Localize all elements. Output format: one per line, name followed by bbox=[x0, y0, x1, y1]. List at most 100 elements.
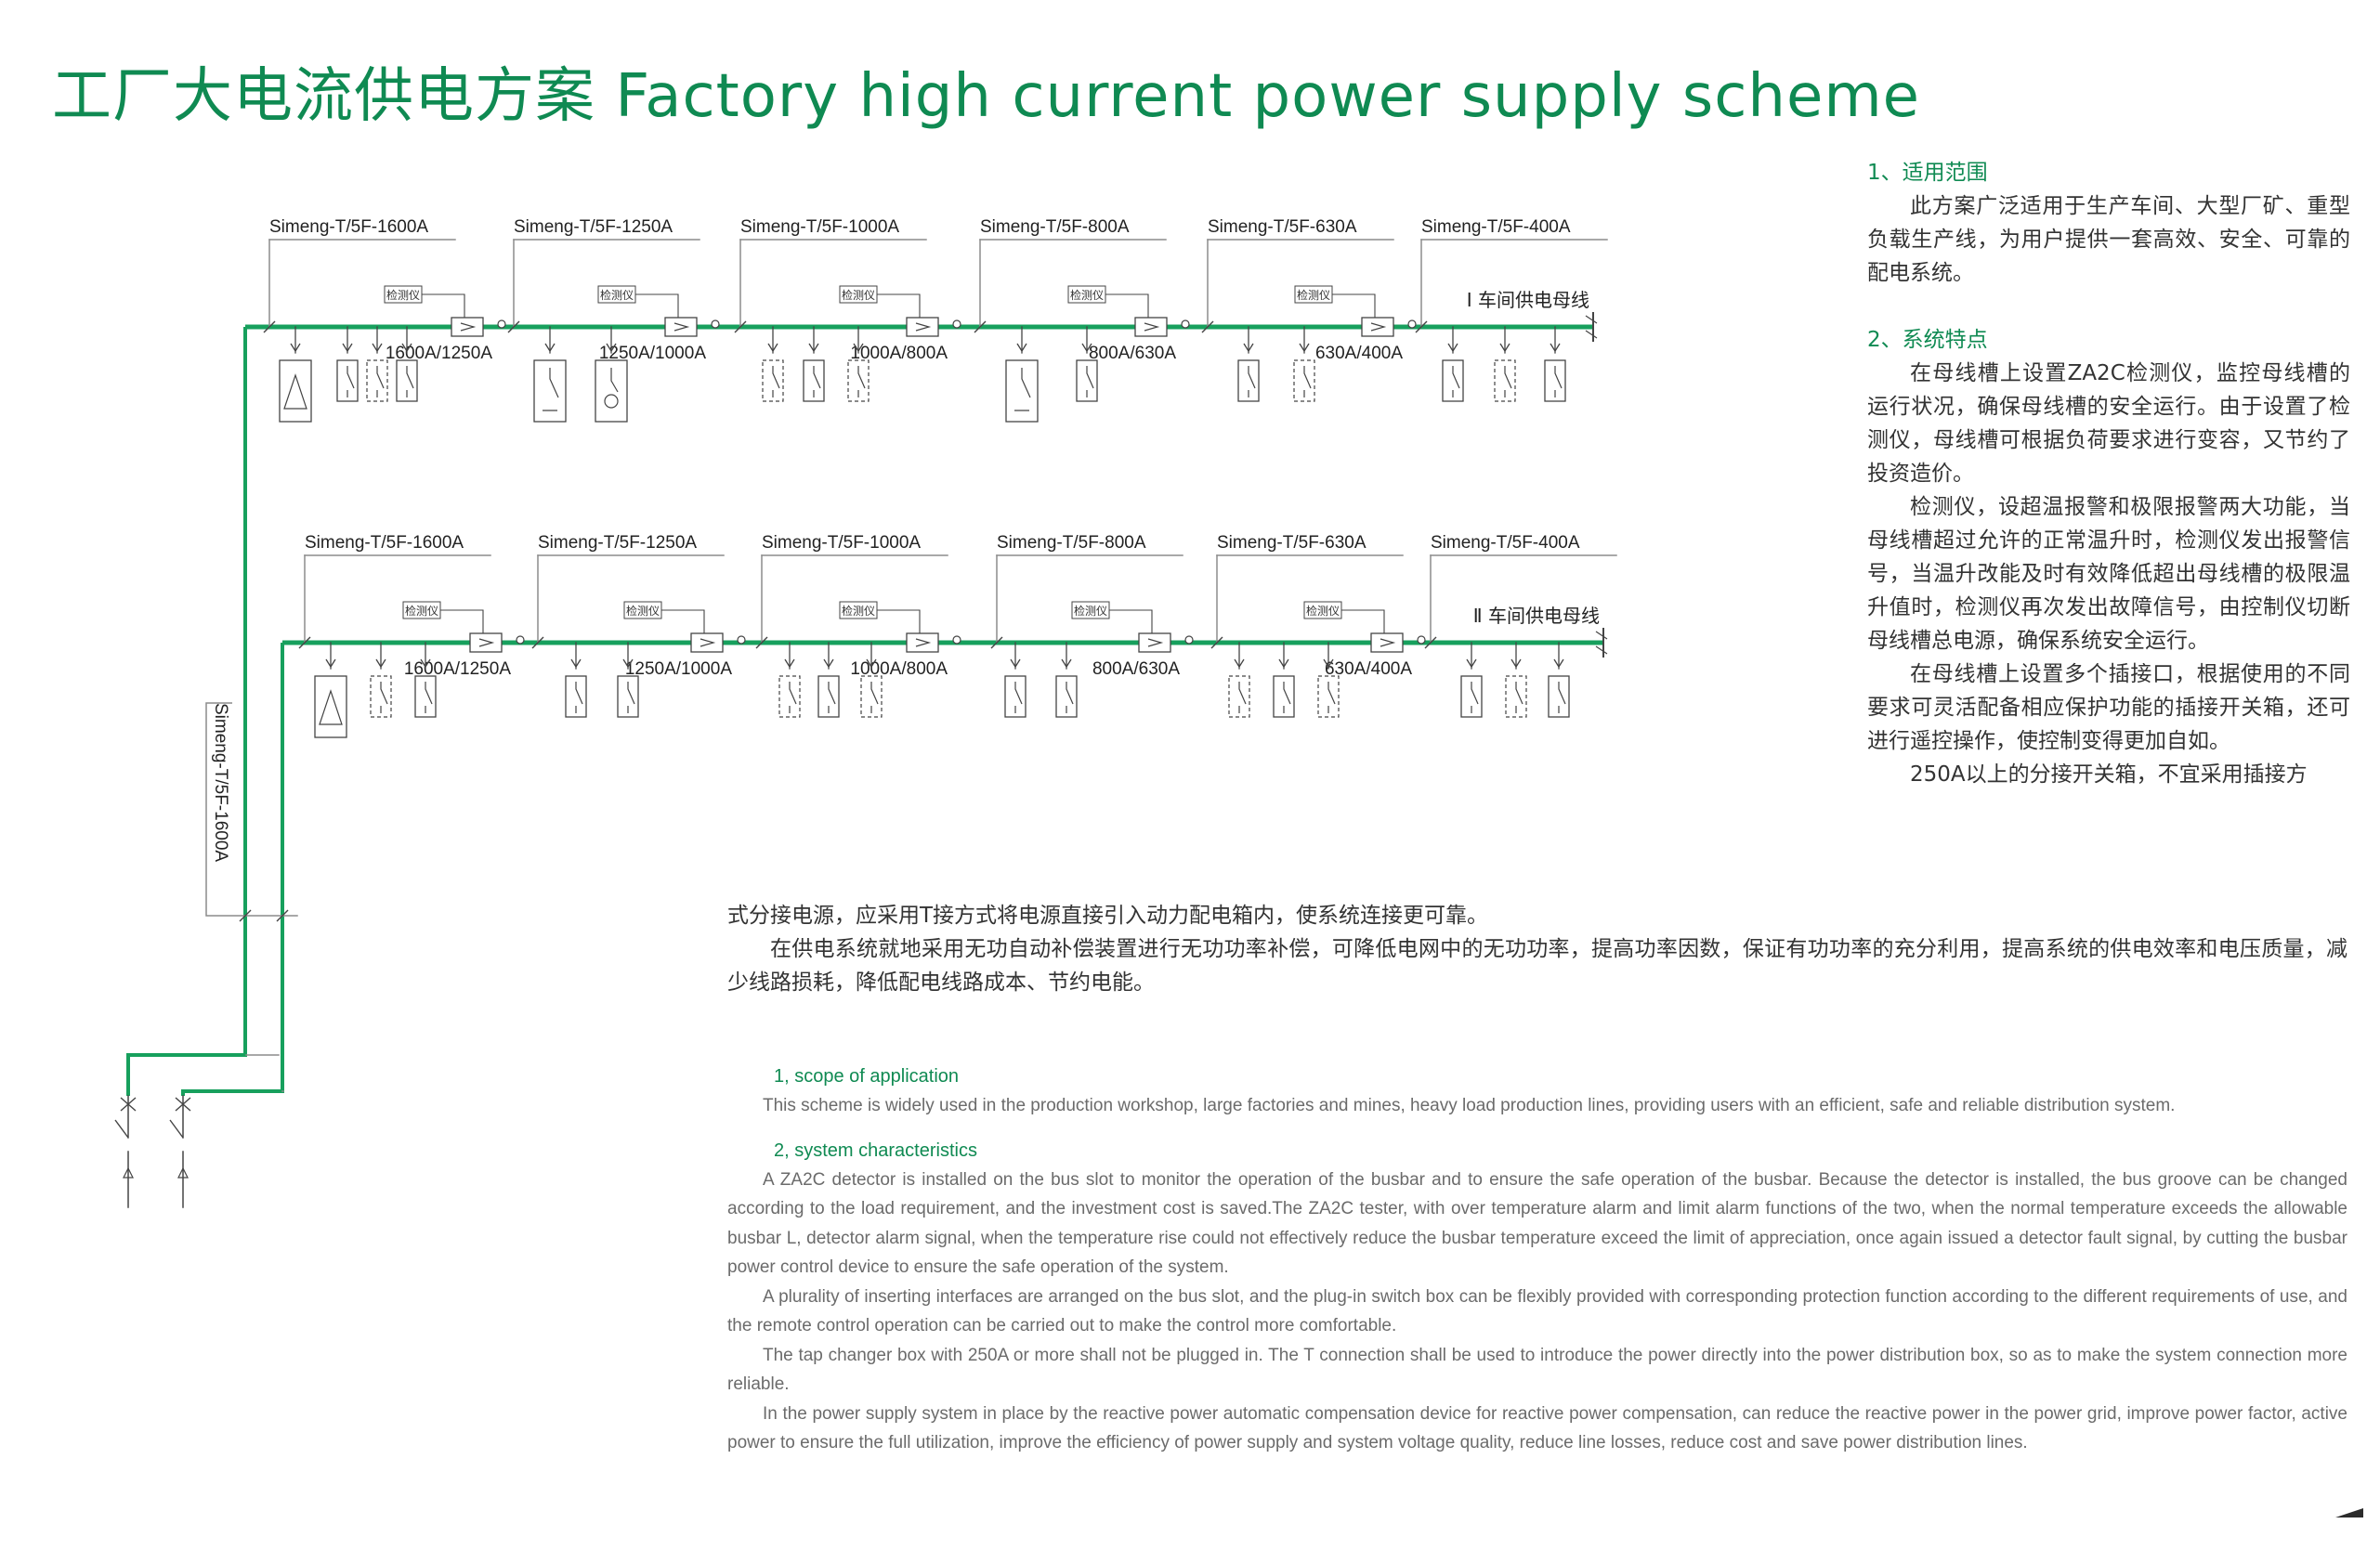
arrow-mark bbox=[606, 343, 617, 353]
feeder-label: Simeng-T/5F-1000A bbox=[740, 217, 899, 237]
detector-sensor bbox=[1361, 317, 1394, 337]
detector-unit: 检测仪 bbox=[623, 601, 746, 653]
arrow-mark bbox=[808, 343, 819, 353]
detector-sensor bbox=[906, 317, 939, 337]
feeder-label: Simeng-T/5F-800A bbox=[997, 533, 1146, 553]
feeder-label: Simeng-T/5F-1000A bbox=[762, 533, 921, 553]
detector-label: 检测仪 bbox=[1074, 604, 1107, 618]
zh-section-2-para-5: 在供电系统就地采用无功自动补偿装置进行无功功率补偿，可降低电网中的无功功率，提高… bbox=[727, 937, 2347, 995]
section-rating: 630A/400A bbox=[1325, 659, 1412, 679]
detector-unit: 检测仪 bbox=[402, 601, 525, 653]
section-rating: 1000A/800A bbox=[850, 659, 948, 679]
arrow-mark bbox=[1323, 658, 1334, 669]
switch-contact bbox=[857, 366, 866, 397]
detector-sensor bbox=[1138, 632, 1171, 653]
joint-mark bbox=[974, 320, 987, 333]
breaker-box bbox=[414, 675, 437, 718]
arrow-mark bbox=[767, 343, 778, 353]
cabinet-box bbox=[1005, 359, 1039, 423]
arrow-mark bbox=[401, 343, 412, 353]
detector-sensor-mark bbox=[673, 322, 690, 332]
switch-contact bbox=[1014, 682, 1023, 713]
detector-sensor bbox=[690, 632, 724, 653]
switch-contact bbox=[543, 368, 559, 411]
breaker-box bbox=[1273, 675, 1295, 718]
breaker-cross bbox=[120, 1097, 137, 1112]
section-rating: 800A/630A bbox=[1089, 344, 1176, 363]
detector-sensor-mark bbox=[1370, 322, 1387, 332]
dashed-breaker-box bbox=[1505, 675, 1527, 718]
dashed-breaker-box bbox=[370, 675, 392, 718]
feeder-label: Simeng-T/5F-1250A bbox=[514, 217, 673, 237]
dashed-breaker-box bbox=[847, 359, 870, 402]
switch-contact bbox=[1238, 682, 1247, 713]
detector-sensor bbox=[664, 317, 698, 337]
feeder-label: Simeng-T/5F-400A bbox=[1421, 217, 1571, 237]
joint-mark bbox=[531, 636, 544, 649]
detector-contact bbox=[1181, 319, 1190, 329]
switch-contact bbox=[1283, 682, 1291, 713]
arrow-mark bbox=[1061, 658, 1072, 669]
joint-mark bbox=[507, 320, 520, 333]
busbar-end-mark bbox=[1595, 631, 1608, 655]
detector-sensor-mark bbox=[915, 322, 932, 332]
breaker-box bbox=[1544, 359, 1566, 402]
switch-contact bbox=[376, 366, 385, 397]
detector-contact bbox=[1417, 635, 1426, 645]
detector-leader bbox=[440, 609, 484, 633]
breaker-box bbox=[1055, 675, 1078, 718]
arrow-mark bbox=[342, 343, 353, 353]
arrow-mark bbox=[784, 658, 795, 669]
incoming-breaker-2 bbox=[169, 1095, 191, 1208]
detector-leader bbox=[877, 609, 921, 633]
dashed-breaker-box bbox=[1494, 359, 1516, 402]
detector-leader bbox=[877, 293, 921, 318]
switch-contact bbox=[813, 366, 821, 397]
dashed-breaker-box bbox=[1293, 359, 1315, 402]
joint-mark bbox=[276, 909, 289, 922]
en-section-2-para-2: A plurality of inserting interfaces are … bbox=[727, 1286, 2347, 1336]
detector-label: 检测仪 bbox=[626, 604, 660, 618]
en-section-2-para-4: In the power supply system in place by t… bbox=[727, 1403, 2347, 1453]
dashed-breaker-box bbox=[860, 675, 883, 718]
feeder-label: Simeng-T/5F-1600A bbox=[305, 533, 464, 553]
breaker-cross bbox=[175, 1097, 191, 1112]
busbar-label: Ⅱ 车间供电母线 bbox=[1473, 605, 1600, 627]
arrow-mark bbox=[1278, 658, 1289, 669]
detector-unit: 检测仪 bbox=[839, 601, 961, 653]
arrow-mark bbox=[372, 343, 383, 353]
section-rating: 1600A/1250A bbox=[404, 659, 511, 679]
switch-contact bbox=[425, 682, 433, 713]
feeder-label: Simeng-T/5F-630A bbox=[1217, 533, 1367, 553]
section-rating: 800A/630A bbox=[1092, 659, 1180, 679]
switch-contact bbox=[610, 368, 619, 393]
joint-mark bbox=[1424, 636, 1437, 649]
switch-contact bbox=[380, 682, 388, 713]
joint-mark bbox=[263, 320, 276, 333]
detector-leader bbox=[1105, 293, 1149, 318]
breaker-box bbox=[565, 675, 587, 718]
detector-label: 检测仪 bbox=[1070, 288, 1104, 302]
switch-contact bbox=[1504, 366, 1512, 397]
switch-contact bbox=[627, 682, 635, 713]
arrow-mark bbox=[1234, 658, 1245, 669]
detector-contact bbox=[737, 635, 746, 645]
detector-unit: 检测仪 bbox=[1303, 601, 1426, 653]
incoming-breaker-1 bbox=[114, 1095, 137, 1208]
arrow-mark bbox=[1550, 343, 1561, 353]
section-rating: 1250A/1000A bbox=[625, 659, 732, 679]
switch-contact bbox=[870, 682, 879, 713]
joint-mark bbox=[1201, 320, 1214, 333]
zh-section-2-para-2: 检测仪，设超温报警和极限报警两大功能，当母线槽超过允许的正常温升时，检测仪发出报… bbox=[1867, 495, 2350, 653]
section-rating: 630A/400A bbox=[1315, 344, 1403, 363]
detector-sensor bbox=[451, 317, 484, 337]
arrow-mark bbox=[1016, 343, 1027, 353]
arrow-mark bbox=[1010, 658, 1021, 669]
cabinet-box bbox=[314, 675, 347, 738]
detector-leader bbox=[635, 293, 679, 318]
detector-contact bbox=[516, 635, 525, 645]
detector-contact bbox=[497, 319, 506, 329]
breaker-blade bbox=[114, 1119, 129, 1139]
zh-section-2-para-3: 在母线槽上设置多个插接口，根据使用的不同要求可灵活配备相应保护功能的插接开关箱，… bbox=[1867, 662, 2350, 753]
arrow-mark bbox=[1510, 658, 1522, 669]
